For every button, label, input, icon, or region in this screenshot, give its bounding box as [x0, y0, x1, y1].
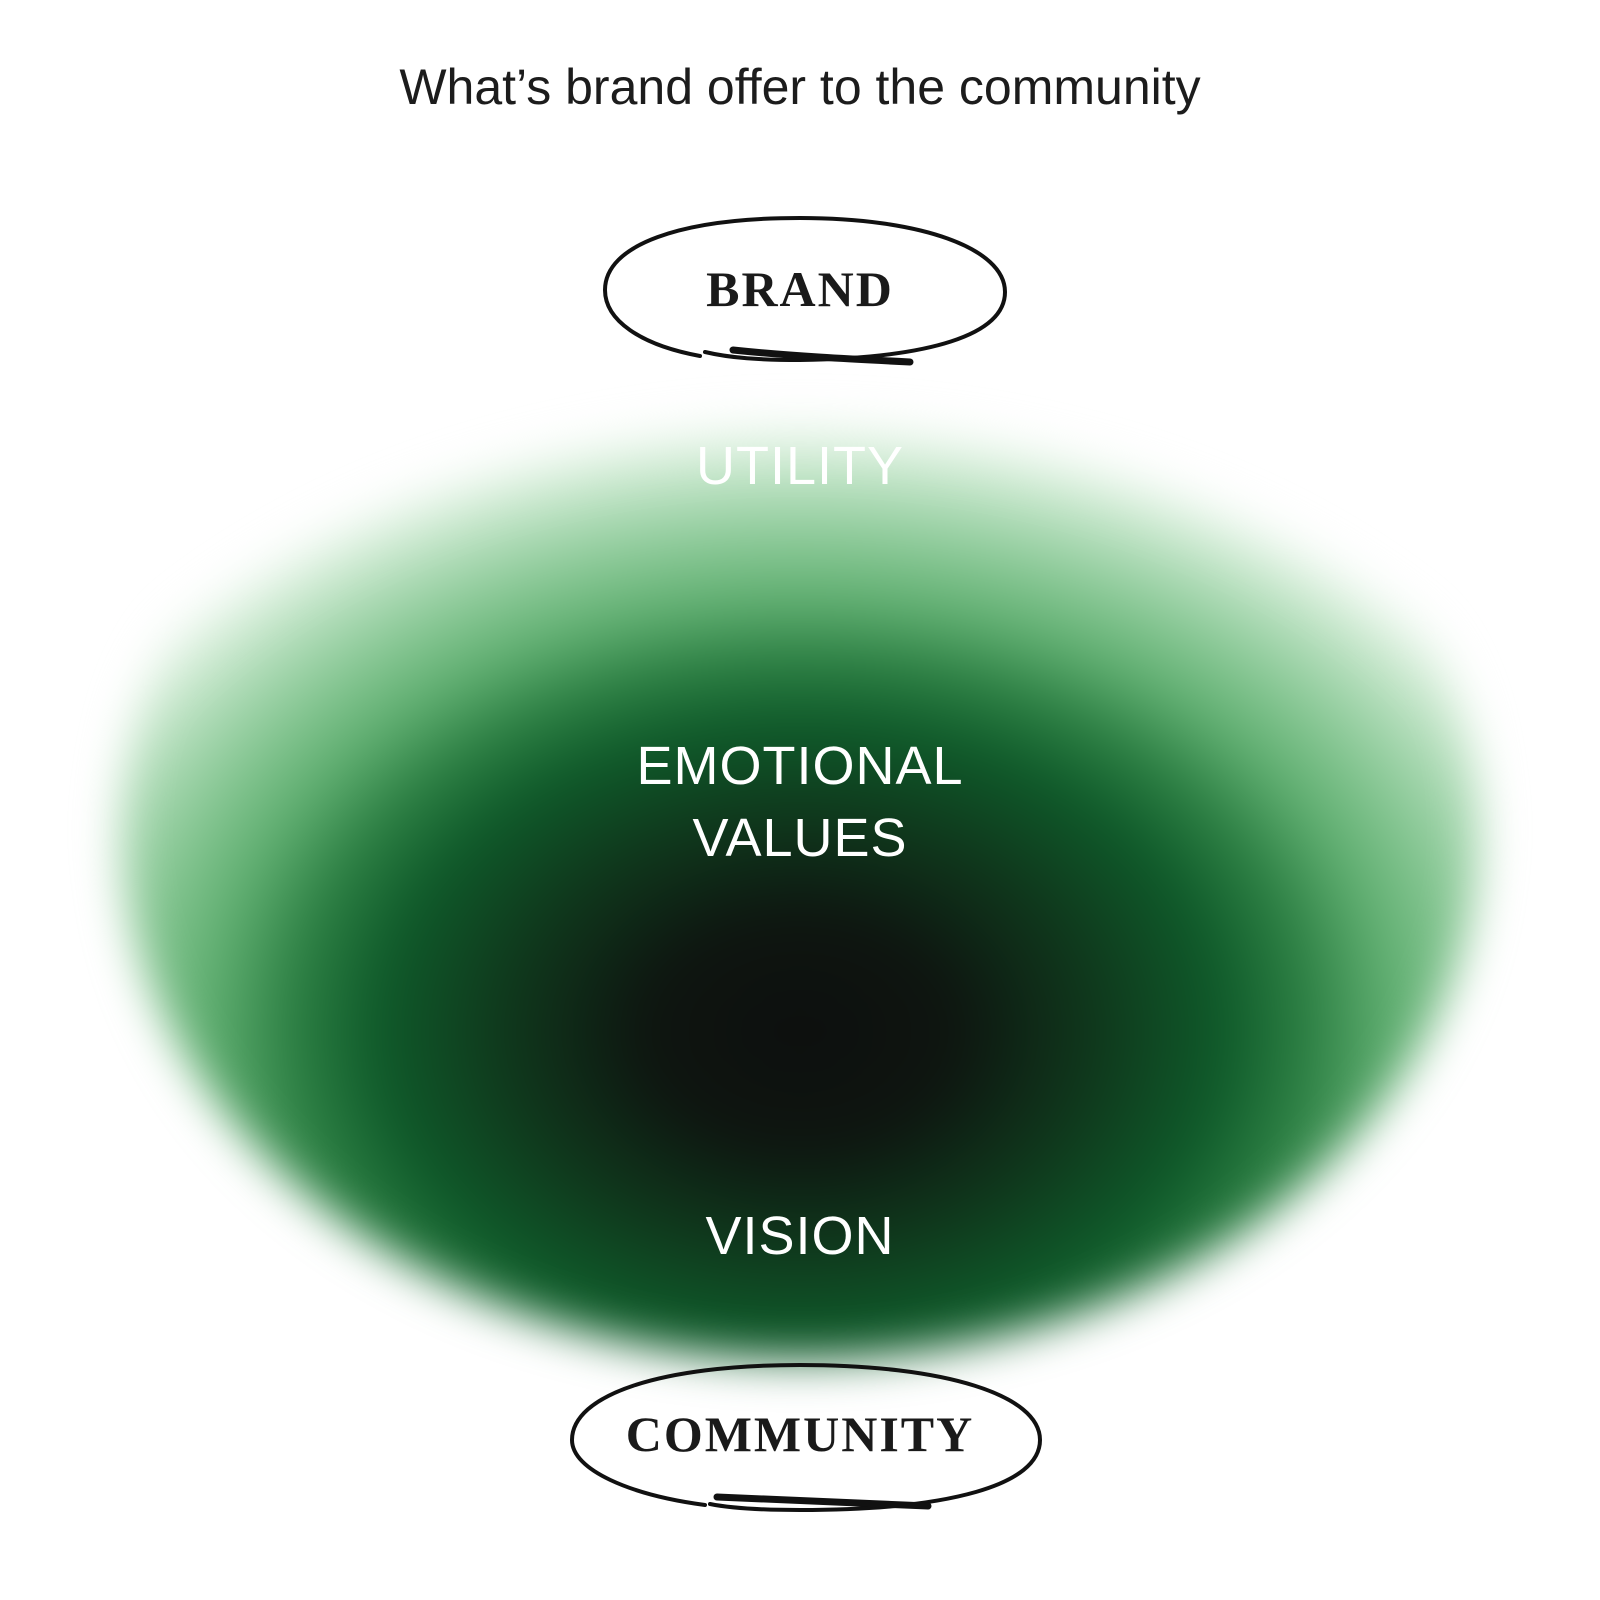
gradient-field: [120, 300, 1480, 1360]
emotional-values-label: EMOTIONAL VALUES: [0, 730, 1600, 874]
diagram-title: What’s brand offer to the community: [399, 59, 1201, 115]
brand-underline: [729, 346, 914, 366]
emotional-label-line1: EMOTIONAL: [636, 736, 964, 796]
brand-node-label: BRAND: [706, 261, 894, 317]
emotional-label-line2: VALUES: [692, 808, 908, 868]
brand-oval: [602, 215, 1008, 363]
community-underline: [713, 1493, 932, 1510]
utility-label: UTILITY: [695, 436, 905, 496]
vision-label: VISION: [705, 1206, 895, 1266]
community-node-label: COMMUNITY: [625, 1406, 975, 1462]
community-oval: [569, 1362, 1043, 1513]
